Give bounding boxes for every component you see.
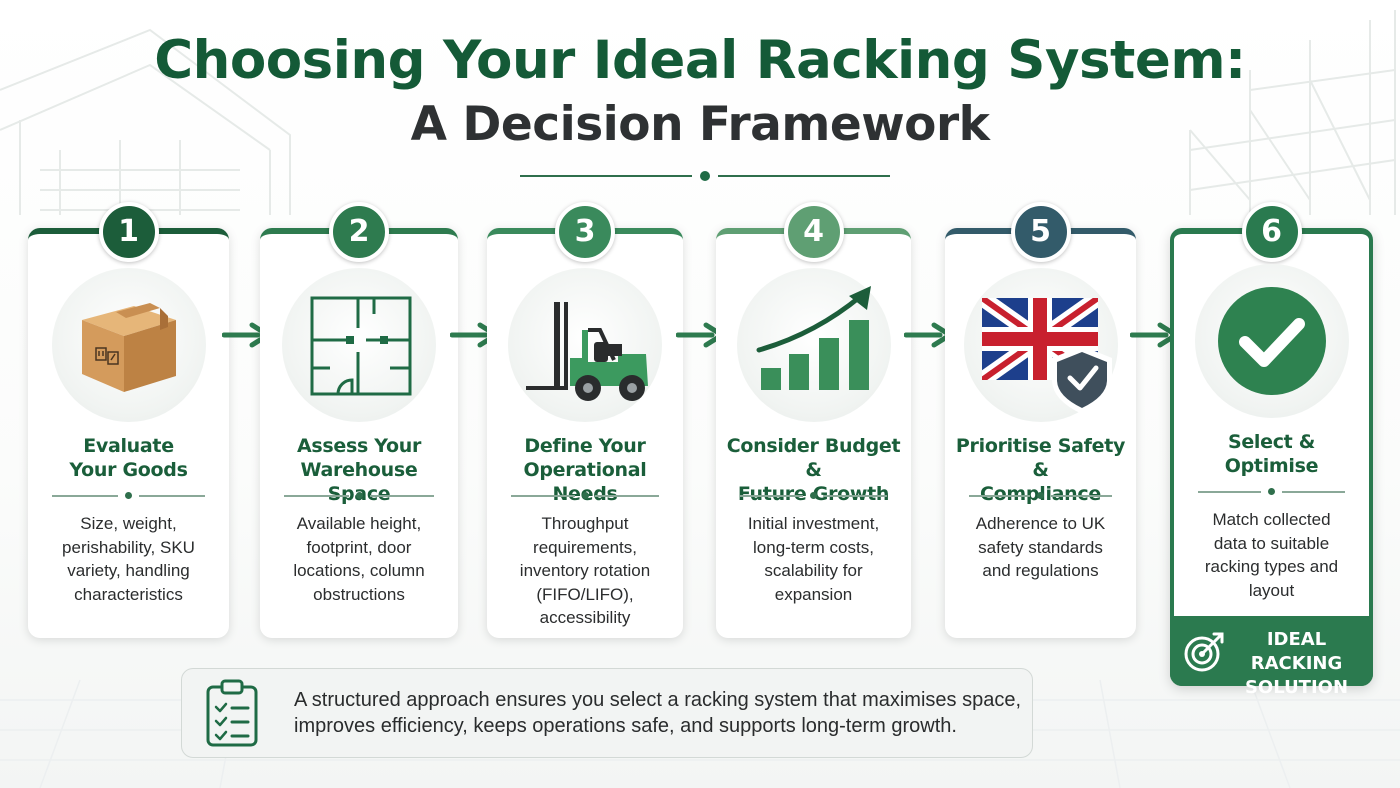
step-description: Adherence to UK safety standards and reg…	[975, 514, 1106, 580]
step-number-badge: 2	[329, 202, 389, 262]
step-card-6: 6 Select & Optimise Match collected data…	[1170, 202, 1373, 698]
step-number-badge: 3	[555, 202, 615, 262]
step-card-4: 4 Consider Budget & Future Growth Initia…	[716, 202, 911, 638]
step-number-badge: 4	[783, 202, 844, 262]
card-divider	[511, 492, 659, 500]
title-divider-dot	[700, 171, 710, 181]
step-description: Size, weight, perishability, SKU variety…	[62, 514, 195, 604]
page-title: Choosing Your Ideal Racking System:	[154, 30, 1246, 91]
step-card-2: 2 Assess Your Warehouse Space Available …	[260, 202, 458, 638]
step-number-badge: 6	[1241, 202, 1302, 262]
card-divider	[52, 492, 205, 500]
summary-box: A structured approach ensures you select…	[181, 668, 1033, 758]
uk-flag-shield-icon	[963, 268, 1118, 422]
step-card-1: 1 Evaluate Your Goods Size, weight, peri…	[28, 202, 229, 638]
step-description: Initial investment, long-term costs, sca…	[747, 514, 880, 604]
step-card-5: 5 Prioritise Safety & Compliance Adheren…	[945, 202, 1136, 638]
card-divider	[740, 492, 887, 500]
card-divider	[1198, 488, 1345, 496]
checkmark-icon	[1194, 264, 1349, 418]
summary-text: A structured approach ensures you select…	[294, 689, 1022, 737]
step-card-3: 3 Define Your Operational Needs Throughp…	[487, 202, 683, 638]
step-description: Match collected data to suitable racking…	[1204, 510, 1339, 600]
cardboard-box-icon	[51, 268, 206, 422]
clipboard-checklist-icon	[206, 679, 258, 747]
target-icon	[1184, 632, 1224, 672]
step-description: Available height, footprint, door locati…	[293, 514, 425, 604]
step-number-badge: 1	[98, 202, 159, 262]
step-number-badge: 5	[1010, 202, 1071, 262]
card-divider	[284, 492, 434, 500]
step-description: Throughput requirements, inventory rotat…	[519, 514, 651, 627]
ideal-solution-label: IDEAL RACKING SOLUTION	[1244, 629, 1349, 698]
forklift-icon	[508, 268, 662, 422]
floor-plan-icon	[282, 268, 436, 422]
page-subtitle: A Decision Framework	[410, 97, 990, 152]
growth-chart-icon	[736, 268, 891, 422]
step-title: Define Your Operational Needs	[523, 435, 647, 505]
step-title: Select & Optimise	[1224, 431, 1319, 477]
step-title: Evaluate Your Goods	[69, 435, 188, 481]
title-divider	[520, 170, 890, 182]
ideal-solution-banner: IDEAL RACKING SOLUTION	[1170, 616, 1373, 698]
card-divider	[969, 492, 1112, 500]
